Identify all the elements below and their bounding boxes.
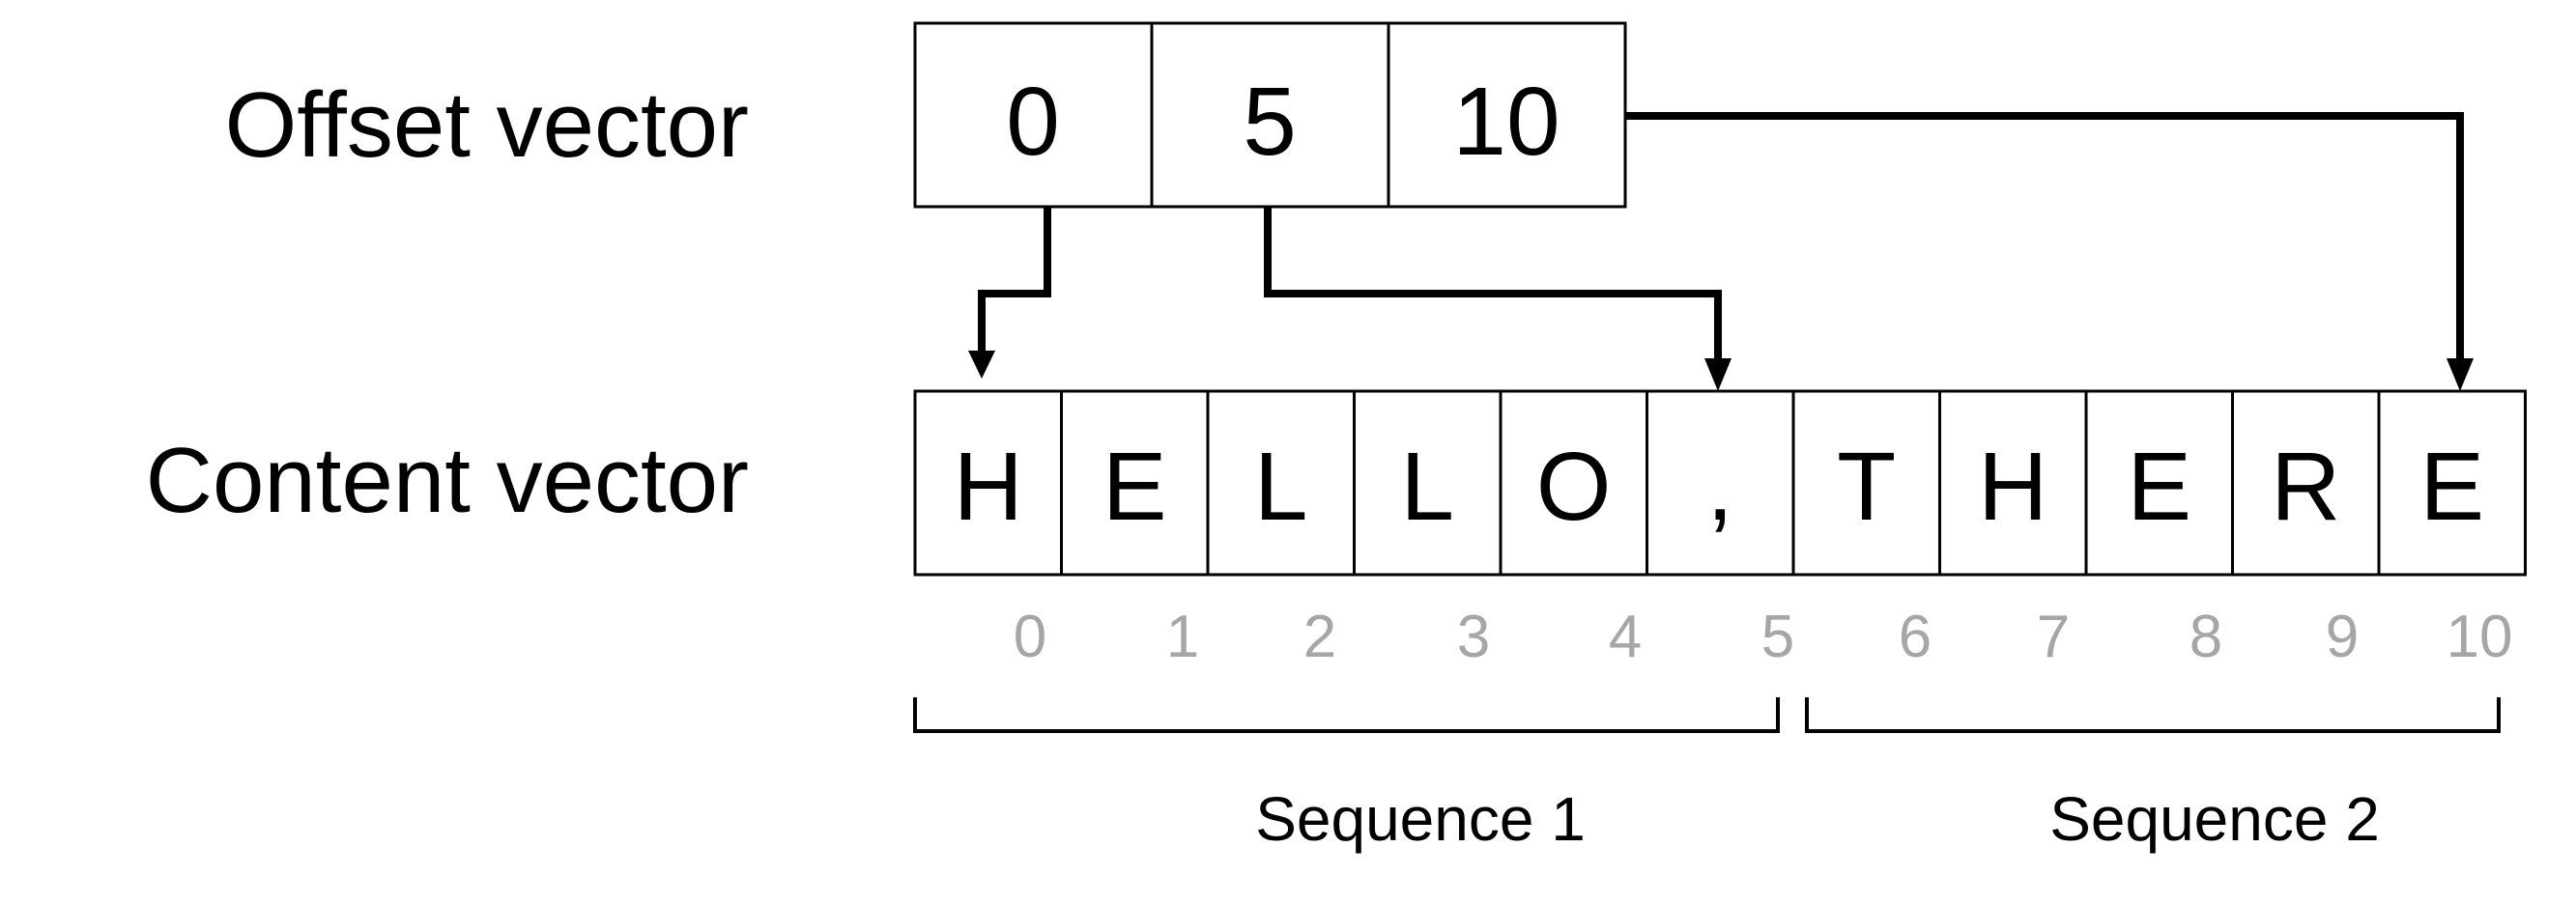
sequence-1-bracket [913,697,1780,733]
content-cell: T [1791,389,1941,577]
index-label: 6 [1899,604,1932,670]
sequence-2-label: Sequence 2 [2049,784,2380,854]
content-cell: H [913,389,1063,577]
sequence-braces [913,697,2501,733]
offset-cell-value: 5 [1243,68,1297,176]
offset-vector: 0 5 10 [913,21,1627,209]
index-label: 10 [2447,604,2513,670]
arrow-offset-0 [968,207,1051,379]
content-cell-char: O [1536,433,1612,541]
content-cell: R [2231,389,2381,577]
content-vector-label: Content vector [146,429,749,532]
index-label: 3 [1457,604,1490,670]
content-cell-char: H [1978,433,2047,541]
content-cell-char: L [1254,433,1308,541]
index-label: 5 [1761,604,1794,670]
offset-cell: 5 [1150,21,1390,209]
content-cell: L [1353,389,1503,577]
index-label: 4 [1609,604,1642,670]
content-cell: L [1206,389,1356,577]
index-label: 7 [2037,604,2070,670]
arrow-offset-5 [1264,207,1732,391]
content-cell-char: L [1400,433,1454,541]
index-label: 1 [1166,604,1199,670]
content-cell-char: E [2127,433,2191,541]
content-cell-char: T [1837,433,1896,541]
index-label: 0 [1014,604,1046,670]
offset-vector-label: Offset vector [225,73,749,177]
content-cell-char: E [2419,433,2484,541]
offset-cell-value: 0 [1006,68,1060,176]
sequence-1-label: Sequence 1 [1255,784,1586,854]
offset-arrows [968,112,2474,391]
index-label: 9 [2326,604,2359,670]
content-cell-char: E [1102,433,1167,541]
offset-cell: 10 [1387,21,1627,209]
offset-cell: 0 [913,21,1154,209]
content-cell: E [1060,389,1210,577]
sequence-2-bracket [1805,697,2501,733]
content-cell-char: R [2271,433,2340,541]
content-cell: , [1646,389,1795,577]
arrow-offset-10 [1625,112,2474,391]
content-cell: E [2084,389,2234,577]
index-label: 8 [2190,604,2222,670]
offset-cell-value: 10 [1452,68,1560,176]
content-cell-char: H [954,433,1023,541]
content-cell: E [2377,389,2527,577]
content-vector: H E L L O , T H [913,389,2527,577]
index-labels: 0 1 2 3 4 5 6 7 8 9 10 [1014,604,2513,670]
content-cell: H [1938,389,2088,577]
content-cell-char: , [1706,433,1733,541]
content-cell: O [1499,389,1648,577]
index-label: 2 [1303,604,1336,670]
